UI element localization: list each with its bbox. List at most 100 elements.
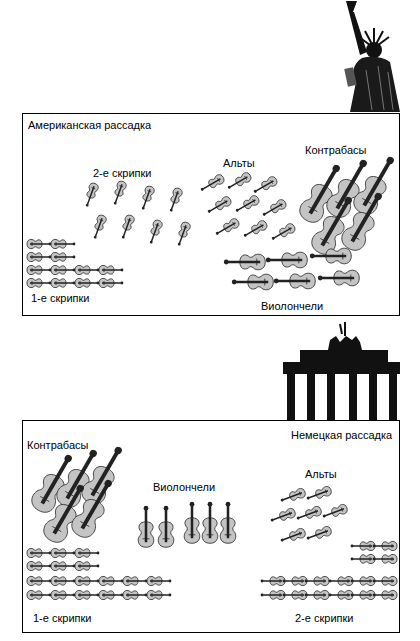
gate-column xyxy=(327,374,335,420)
violin-icon xyxy=(166,187,183,213)
viola-icon xyxy=(321,503,348,521)
violin-icon xyxy=(27,548,51,557)
viola-icon xyxy=(295,505,322,523)
violin-icon xyxy=(51,265,75,274)
violin-icon xyxy=(351,590,375,599)
violin-icon xyxy=(27,265,51,274)
violin-icon xyxy=(51,548,75,557)
violin-icon xyxy=(329,576,353,585)
violin-icon xyxy=(351,576,375,585)
violin-icon xyxy=(90,214,107,240)
viola-icon xyxy=(279,527,306,545)
violin-icon xyxy=(27,252,51,261)
violin-icon xyxy=(27,590,51,599)
violin-icon xyxy=(373,590,397,599)
viola-icon xyxy=(234,194,261,215)
violin-icon xyxy=(351,554,375,563)
gate-attic xyxy=(300,350,388,362)
violin-icon xyxy=(373,554,397,563)
panel-heading: Американская рассадка xyxy=(28,119,151,132)
viola-icon xyxy=(214,217,241,238)
seating-panel: Американская рассадкаКонтрабасы2-е скрип… xyxy=(22,113,400,316)
violin-icon xyxy=(51,576,75,585)
viola-icon xyxy=(270,222,297,243)
violin-icon xyxy=(123,576,147,585)
viola-icon xyxy=(305,485,332,503)
cello-icon xyxy=(138,506,154,547)
quadriga xyxy=(328,336,362,350)
torch xyxy=(346,1,357,12)
section-label: Виолончели xyxy=(153,481,215,494)
violin-icon xyxy=(75,561,99,570)
violin-icon xyxy=(373,541,397,550)
double-bass-icon xyxy=(338,187,390,254)
violin-icon xyxy=(123,590,147,599)
violin-icon xyxy=(27,576,51,585)
section-label: Контрабасы xyxy=(27,439,88,452)
violin-icon xyxy=(27,561,51,570)
violin-icon xyxy=(51,561,75,570)
violin-icon xyxy=(305,576,329,585)
violin-icon xyxy=(51,239,75,248)
violin-icon xyxy=(118,214,135,240)
violin-icon xyxy=(305,590,329,599)
cello-icon xyxy=(266,252,307,268)
statue-head xyxy=(366,42,382,58)
statue-of-liberty xyxy=(344,1,400,112)
cello-icon xyxy=(224,254,265,270)
viola-icon xyxy=(242,219,269,240)
violin-icon xyxy=(261,576,285,585)
violin-icon xyxy=(147,576,171,585)
viola-icon xyxy=(261,198,288,219)
section-label: Альты xyxy=(305,468,337,481)
instrument-icons xyxy=(27,151,402,599)
statue-tablet xyxy=(344,67,357,86)
section-label: 1-е скрипки xyxy=(31,292,89,305)
violin-icon xyxy=(51,278,75,287)
brandenburg-gate xyxy=(283,322,400,420)
violin-icon xyxy=(27,239,51,248)
violin-icon xyxy=(110,180,127,206)
cello-icon xyxy=(310,248,351,264)
violin-icon xyxy=(99,590,123,599)
violin-icon xyxy=(138,185,155,211)
gate-architrave xyxy=(283,362,400,374)
violin-icon xyxy=(283,576,307,585)
statue-arm xyxy=(349,12,367,55)
gate-column xyxy=(349,374,357,420)
violin-icon xyxy=(27,278,51,287)
section-label: 2-е скрипки xyxy=(295,612,353,625)
section-label: 1-е скрипки xyxy=(33,612,91,625)
cello-icon xyxy=(220,502,236,543)
panel-heading: Немецкая рассадка xyxy=(291,429,392,442)
gate-column xyxy=(287,374,295,420)
violin-icon xyxy=(99,278,123,287)
robe-folds xyxy=(366,66,393,110)
violin-icon xyxy=(99,576,123,585)
section-label: 2-е скрипки xyxy=(93,167,151,180)
double-bass-icon xyxy=(68,474,120,541)
violin-icon xyxy=(51,252,75,261)
violin-icon xyxy=(329,590,353,599)
violin-icon xyxy=(351,541,375,550)
quadriga-figure xyxy=(340,322,345,336)
gate-column xyxy=(389,374,397,420)
cello-icon xyxy=(318,270,359,286)
section-label: Виолончели xyxy=(261,300,323,313)
double-bass-icon xyxy=(350,151,402,218)
violin-icon xyxy=(174,221,191,247)
cello-icon xyxy=(202,502,218,543)
violin-icon xyxy=(75,278,99,287)
viola-icon xyxy=(206,195,233,216)
violin-icon xyxy=(146,219,163,245)
violin-icon xyxy=(99,265,123,274)
viola-icon xyxy=(269,507,296,525)
violin-icon xyxy=(75,590,99,599)
viola-icon xyxy=(226,171,253,192)
violin-icon xyxy=(283,590,307,599)
violin-icon xyxy=(147,590,171,599)
cello-icon xyxy=(158,506,174,547)
viola-icon xyxy=(199,173,226,194)
violin-icon xyxy=(373,576,397,585)
